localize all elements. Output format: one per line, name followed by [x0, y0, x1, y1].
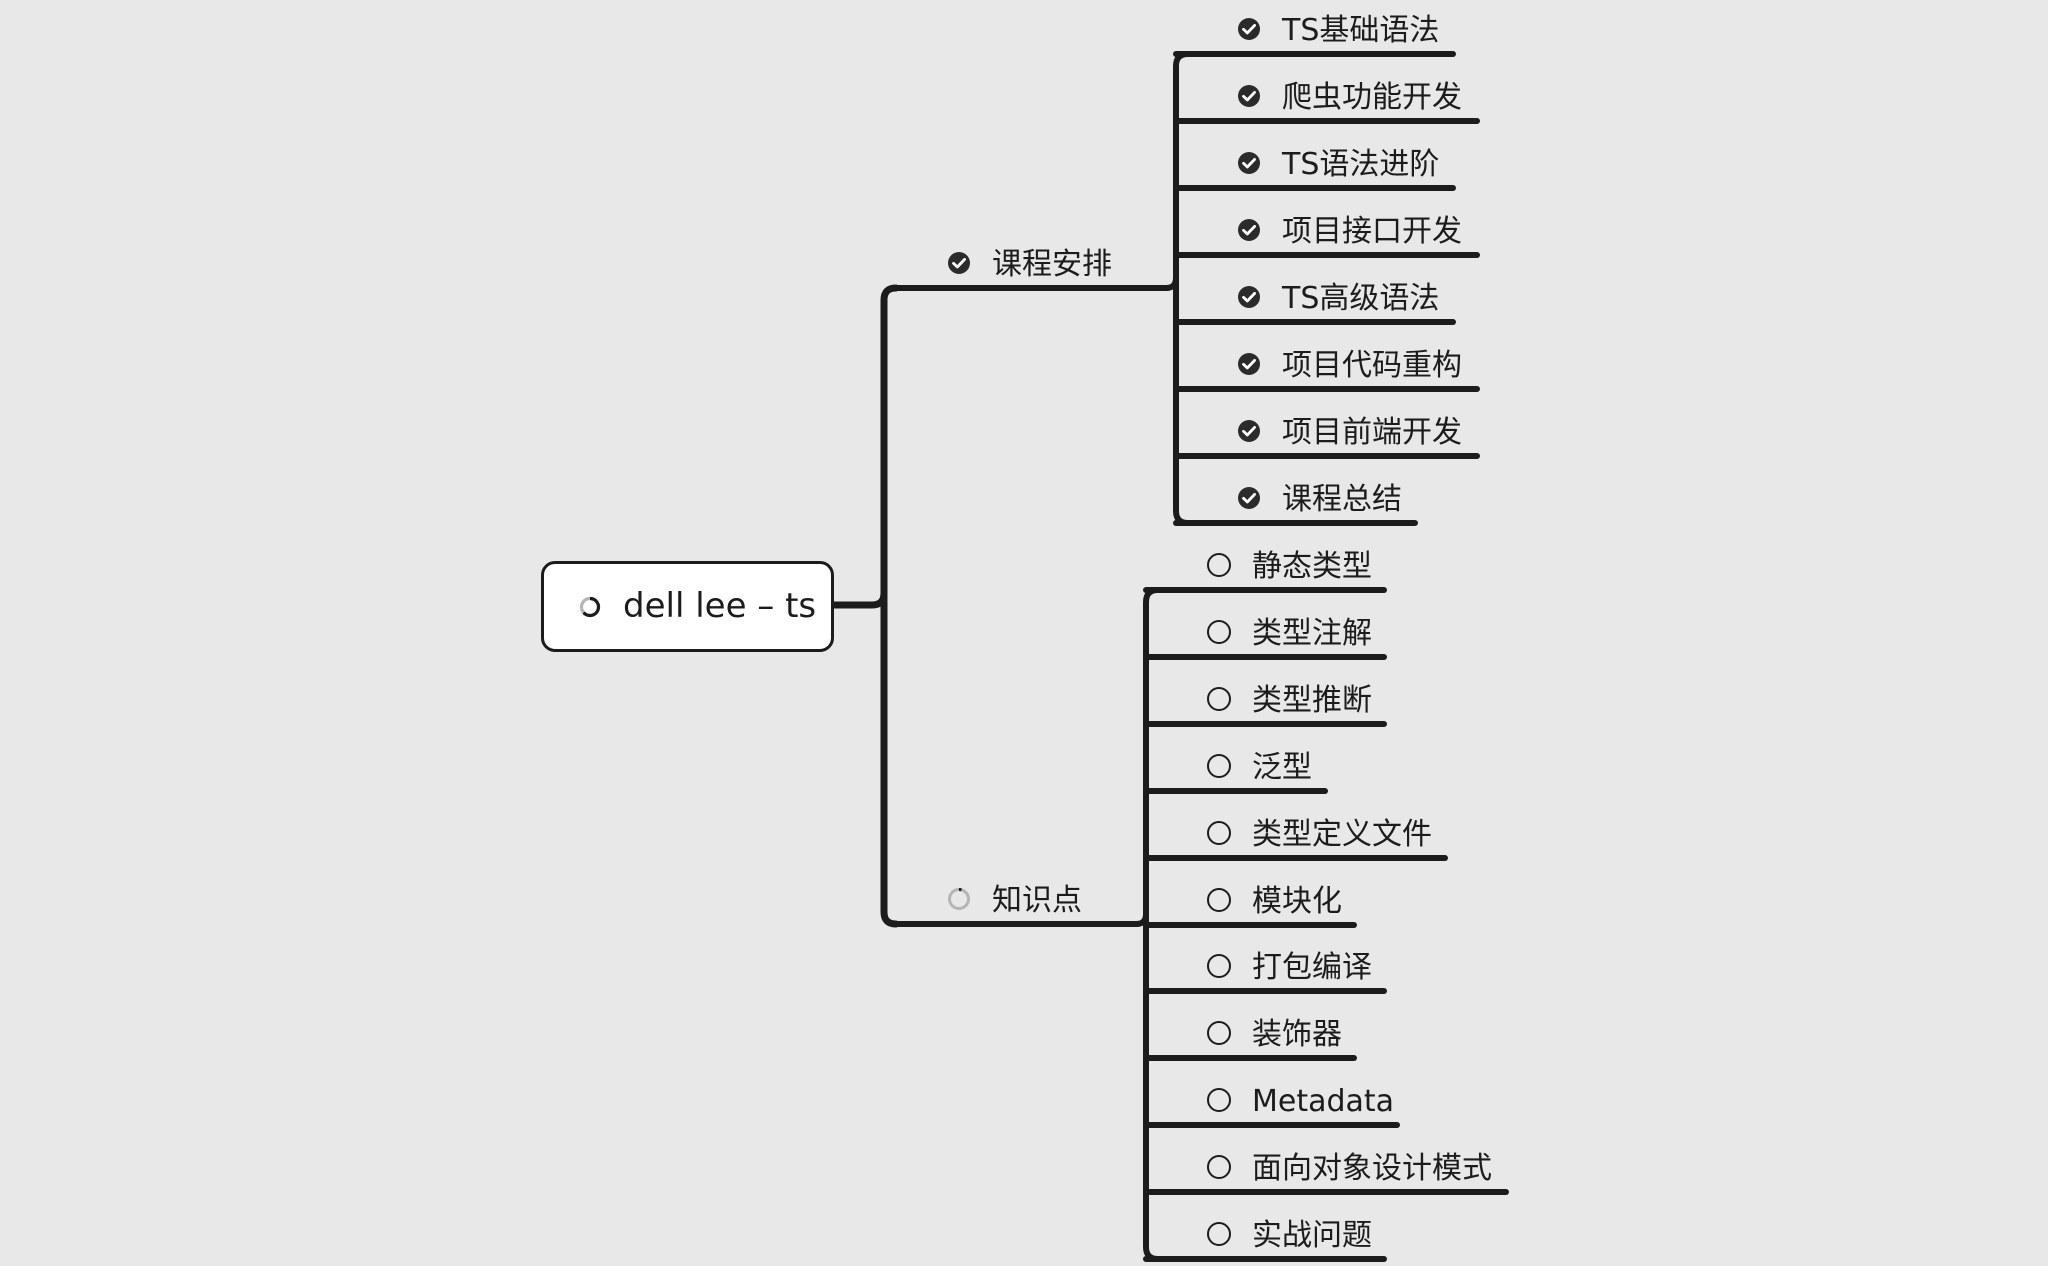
child-topic-label: 静态类型: [1252, 549, 1372, 584]
empty-circle-icon: [1207, 687, 1231, 711]
branch-course-plan-spine: [1173, 51, 1191, 526]
child-topic-label: 实战问题: [1252, 1218, 1372, 1253]
child-topic-label: 装饰器: [1252, 1017, 1342, 1052]
root-topic-label: dell lee – ts: [623, 586, 817, 626]
check-circle-icon: [1238, 152, 1260, 174]
child-topic-label: 项目前端开发: [1282, 415, 1462, 450]
check-circle-icon: [1238, 420, 1260, 442]
root-connector-lower: [880, 589, 900, 928]
child-topic-label: 打包编译: [1252, 950, 1372, 985]
child-topic-label: TS基础语法: [1282, 13, 1440, 48]
child-topic-label: 课程总结: [1282, 482, 1402, 517]
check-circle-icon: [1238, 219, 1260, 241]
empty-circle-icon: [1207, 1021, 1231, 1045]
empty-circle-icon: [1207, 1222, 1231, 1246]
child-topic-label: 面向对象设计模式: [1252, 1151, 1492, 1186]
empty-circle-icon: [1207, 1088, 1231, 1112]
progress-ring-icon: [579, 596, 601, 618]
child-topic-label: 爬虫功能开发: [1282, 80, 1462, 115]
empty-circle-icon: [1207, 954, 1231, 978]
branch-course-plan-label: 课程安排: [992, 247, 1112, 282]
child-topic-label: 类型注解: [1252, 616, 1372, 651]
child-topic-label: 类型定义文件: [1252, 817, 1432, 852]
empty-circle-icon: [1207, 888, 1231, 912]
branch-course-plan-spine-join: [1163, 275, 1179, 291]
child-topic-label: TS语法进阶: [1282, 147, 1440, 182]
root-connector-upper: [830, 284, 900, 609]
check-circle-icon: [1238, 353, 1260, 375]
check-circle-icon: [1238, 487, 1260, 509]
progress-ring-icon: [948, 888, 970, 910]
empty-circle-icon: [1207, 754, 1231, 778]
check-circle-icon: [1238, 85, 1260, 107]
child-topic-label: 泛型: [1252, 750, 1312, 785]
check-circle-icon: [948, 252, 970, 274]
branch-knowledge-label: 知识点: [992, 883, 1082, 918]
child-topic-label: 类型推断: [1252, 683, 1372, 718]
empty-circle-icon: [1207, 553, 1231, 577]
branch-knowledge-spine-join: [1133, 911, 1149, 927]
empty-circle-icon: [1207, 821, 1231, 845]
branch-knowledge-spine: [1143, 587, 1161, 1262]
child-topic-label: TS高级语法: [1282, 281, 1440, 316]
child-topic-label: 项目接口开发: [1282, 214, 1462, 249]
empty-circle-icon: [1207, 620, 1231, 644]
child-topic-label: 项目代码重构: [1282, 348, 1462, 383]
check-circle-icon: [1238, 286, 1260, 308]
child-topic-label: 模块化: [1252, 884, 1342, 919]
empty-circle-icon: [1207, 1155, 1231, 1179]
check-circle-icon: [1238, 18, 1260, 40]
child-topic-label: Metadata: [1252, 1084, 1395, 1119]
root-topic[interactable]: dell lee – ts: [541, 561, 834, 652]
